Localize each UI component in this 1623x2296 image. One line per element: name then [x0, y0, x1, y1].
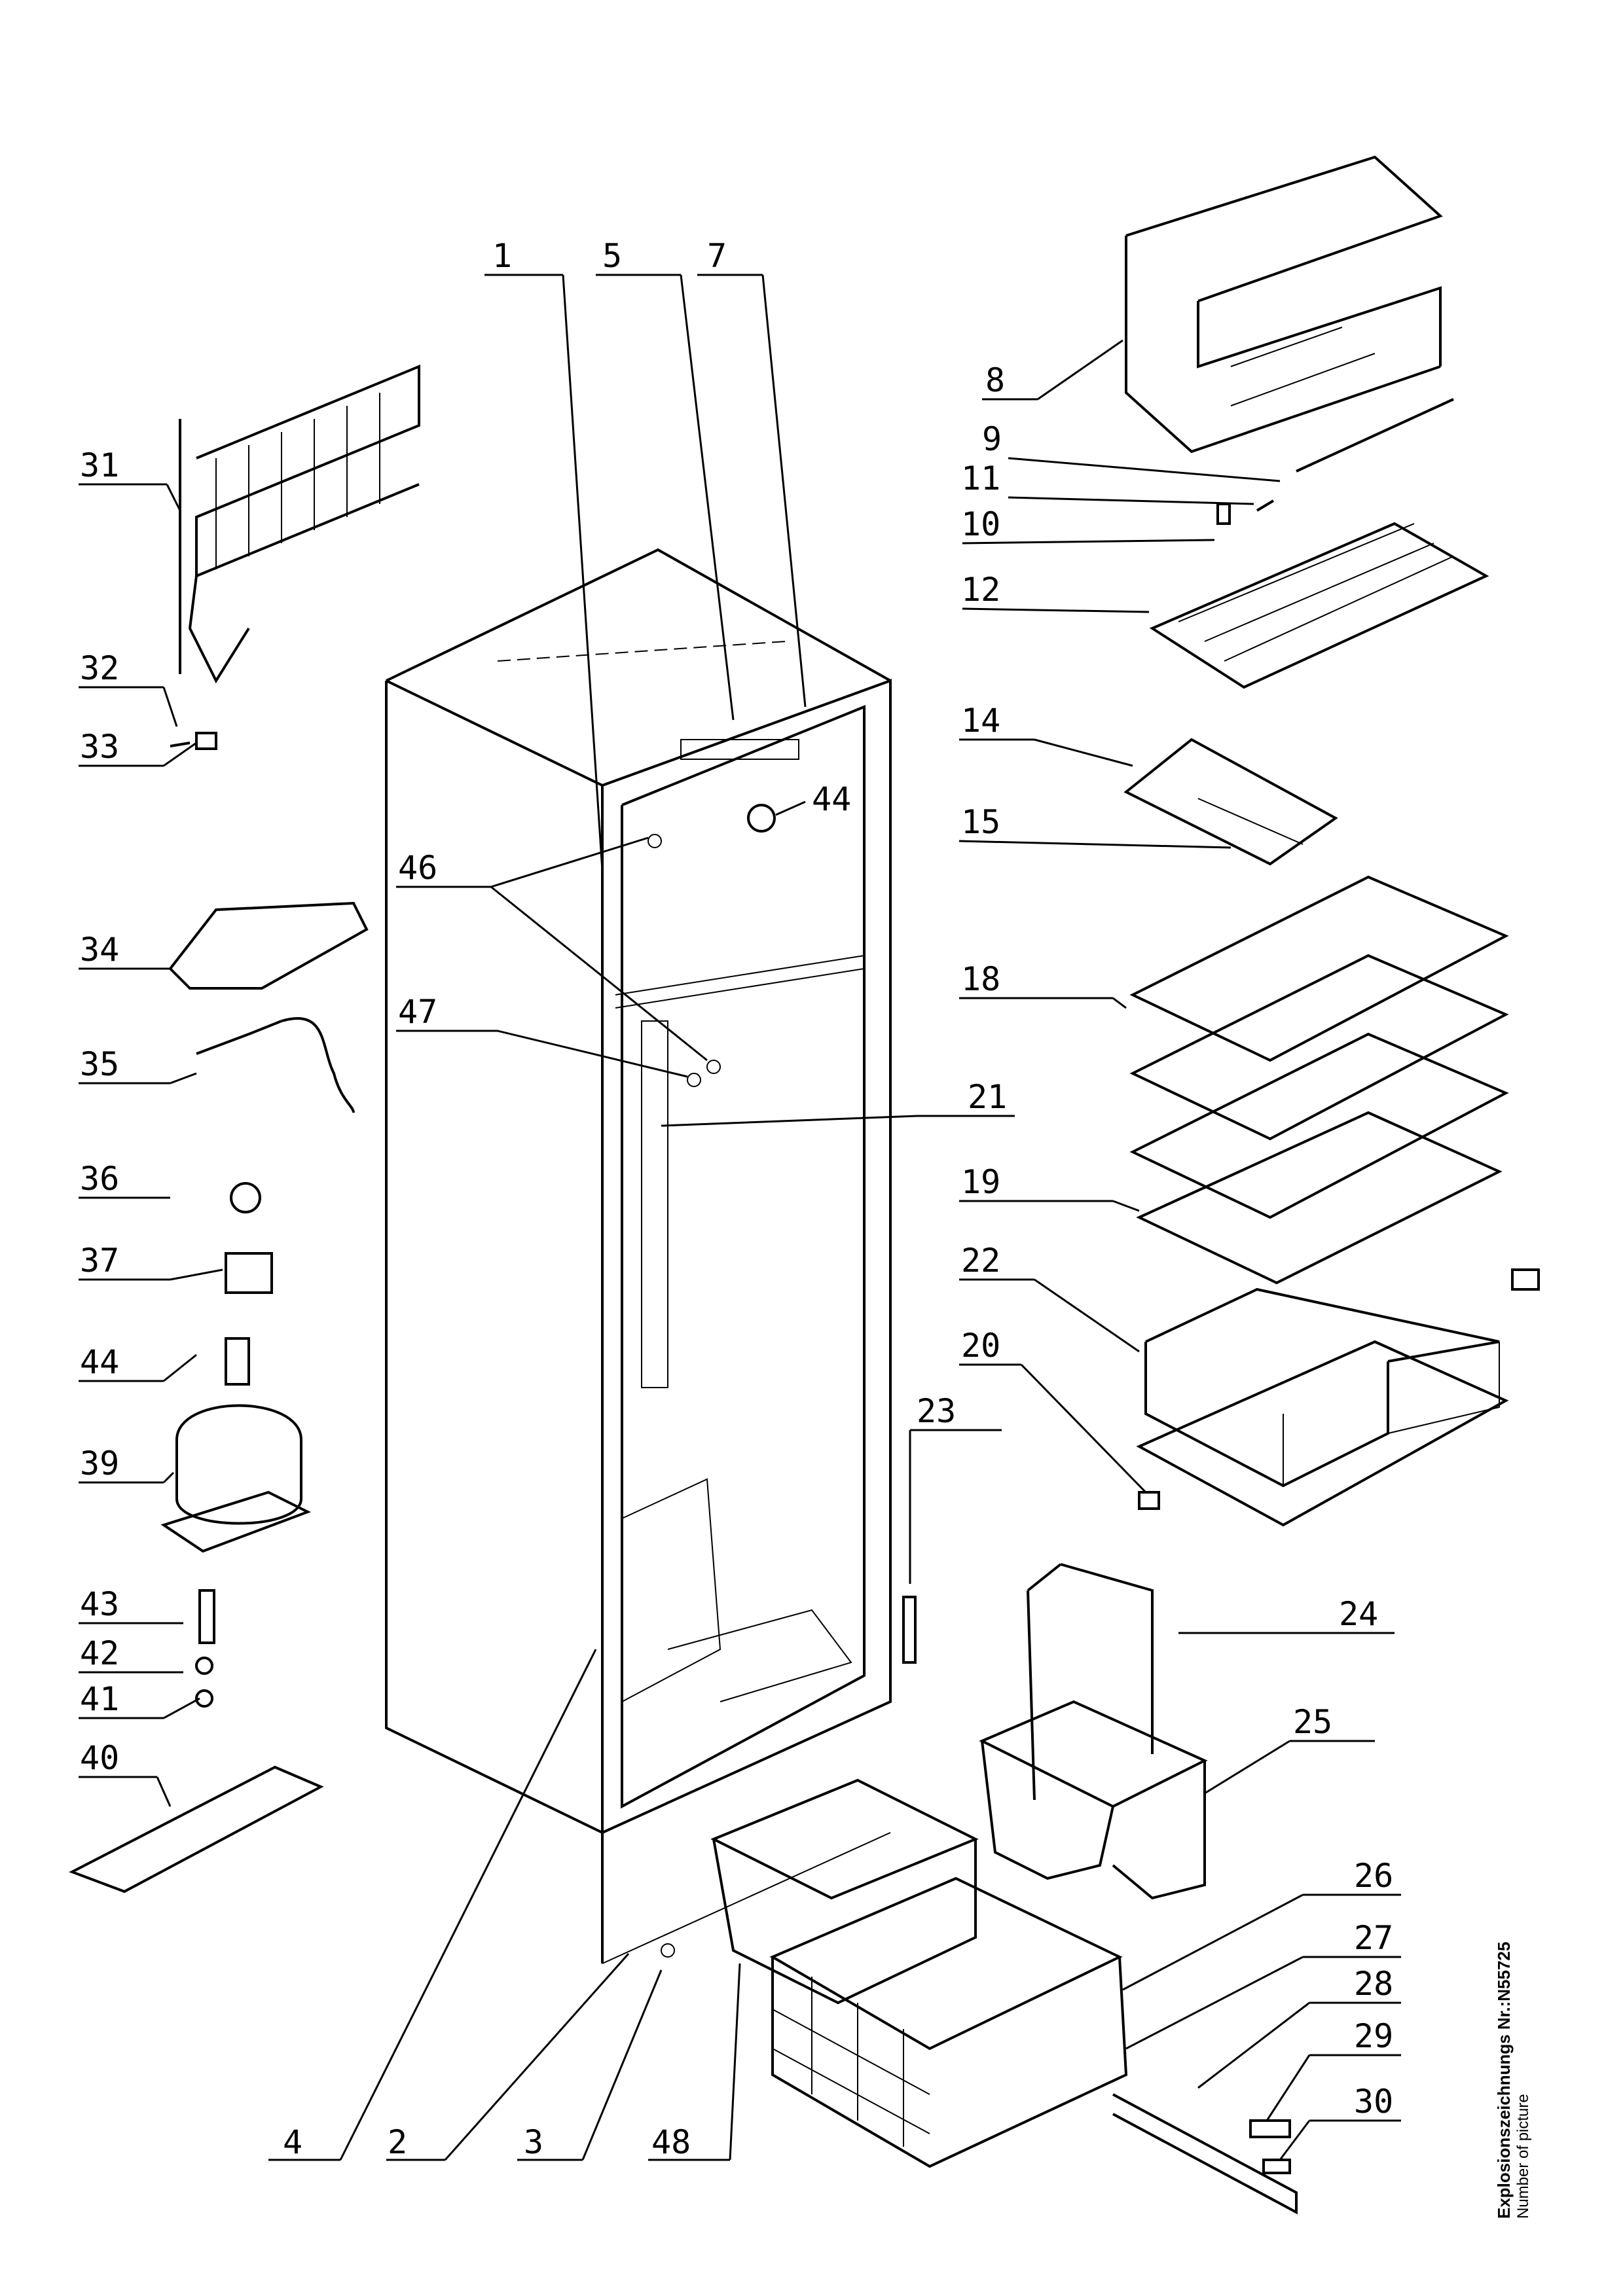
cabinet: [385, 548, 892, 1964]
part-label-22: 22: [961, 1242, 1000, 1280]
part-label-39: 39: [80, 1444, 119, 1482]
glass-shelves: [1129, 875, 1509, 1527]
part-label-31: 31: [80, 446, 119, 484]
drawing-number: Explosionszeichnungs Nr.:N55725: [1494, 1941, 1514, 2219]
part-label-36: 36: [80, 1160, 119, 1198]
part-label-27: 27: [1354, 1919, 1393, 1957]
part-label-41: 41: [80, 1680, 119, 1718]
part-label-23: 23: [917, 1392, 956, 1430]
part-label-8: 8: [985, 361, 1005, 399]
part-label-19: 19: [961, 1163, 1000, 1201]
part-label-44-left: 44: [80, 1343, 119, 1381]
part-label-10: 10: [961, 505, 1000, 543]
part-label-43: 43: [80, 1585, 119, 1623]
part-label-24: 24: [1339, 1595, 1378, 1633]
part-label-25: 25: [1293, 1703, 1332, 1741]
part-label-2: 2: [388, 2123, 407, 2161]
part-label-4: 4: [283, 2123, 302, 2161]
bottle-basket: [979, 1700, 1208, 1900]
part-label-21: 21: [968, 1078, 1007, 1116]
part-label-1: 1: [492, 237, 512, 275]
condenser: [179, 365, 420, 684]
part-label-18: 18: [961, 960, 1000, 998]
door-holder: [1027, 1563, 1154, 1801]
part-label-35: 35: [80, 1045, 119, 1083]
part-label-33: 33: [80, 728, 119, 766]
part-label-40: 40: [80, 1739, 119, 1777]
part-label-7: 7: [707, 237, 727, 275]
left-parts: [69, 732, 369, 1893]
part-label-11: 11: [961, 459, 1000, 497]
ice-tray: [1123, 738, 1338, 866]
right-parts: [902, 499, 1540, 2174]
part-label-5: 5: [602, 237, 622, 275]
part-label-29: 29: [1354, 2017, 1393, 2055]
part-label-20: 20: [961, 1327, 1000, 1365]
drawing-number-english-label: Number of picture: [1514, 2094, 1532, 2219]
part-label-46: 46: [398, 849, 437, 887]
part-label-14: 14: [961, 702, 1000, 740]
part-label-37: 37: [80, 1242, 119, 1280]
part-label-44-cabinet: 44: [812, 780, 851, 818]
part-label-26: 26: [1354, 1857, 1393, 1895]
part-label-9: 9: [982, 420, 1002, 458]
part-labels: 1 2 3 4 5 7 8 9 10 11 12 14 15 18 19 20 …: [80, 237, 1393, 2161]
part-label-42: 42: [80, 1634, 119, 1672]
leader-lines: [79, 274, 1401, 2161]
part-label-32: 32: [80, 649, 119, 687]
part-label-3: 3: [524, 2123, 543, 2161]
part-label-15: 15: [961, 803, 1000, 841]
part-label-47: 47: [398, 993, 437, 1031]
part-label-12: 12: [961, 571, 1000, 609]
part-label-28: 28: [1354, 1965, 1393, 2003]
part-label-48: 48: [651, 2123, 691, 2161]
freezer-basket: [710, 1778, 1298, 2215]
part-label-34: 34: [80, 931, 119, 969]
wire-shelf: [1149, 522, 1489, 689]
evaporator: [1125, 155, 1454, 473]
crisper-drawer: [1144, 1287, 1500, 1488]
part-label-30: 30: [1354, 2083, 1393, 2121]
